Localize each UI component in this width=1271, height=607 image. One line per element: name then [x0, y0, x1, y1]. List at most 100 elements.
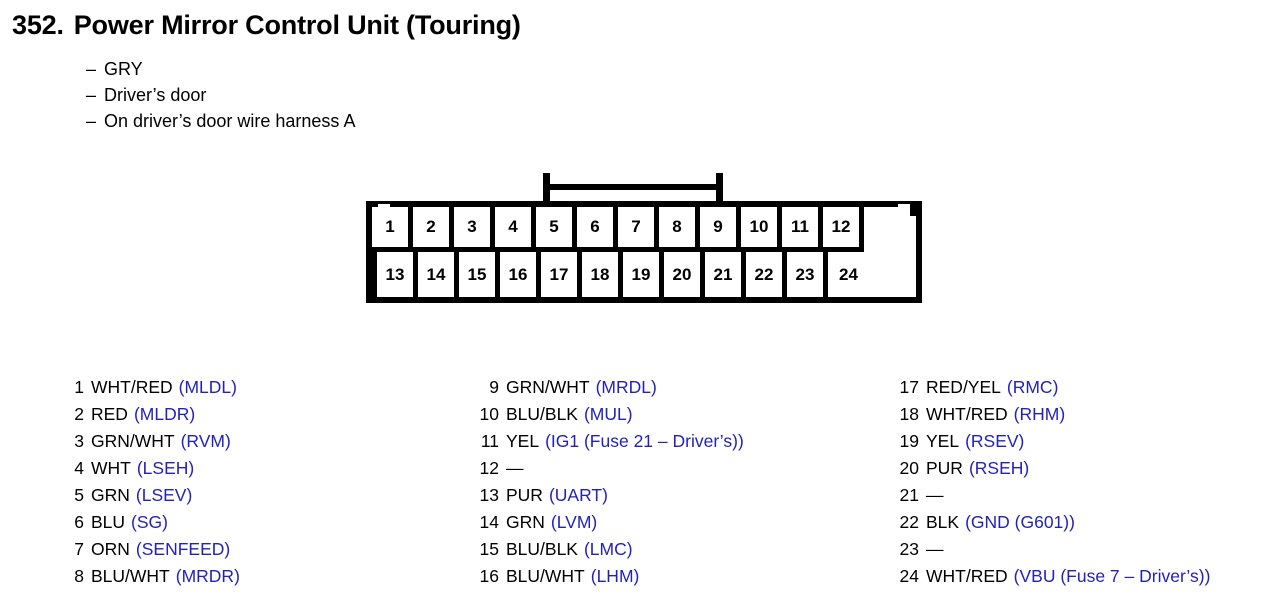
- pin-number: 6: [74, 512, 84, 532]
- pin-number: 17: [899, 377, 919, 397]
- pin-wire-color: BLK: [926, 512, 960, 532]
- pin-signal-code: (IG1 (Fuse 21 – Driver’s)): [545, 431, 744, 451]
- pin-signal-code: (UART): [548, 485, 608, 505]
- pin-wire-color: PUR: [506, 485, 543, 505]
- connector-latch: [543, 173, 723, 207]
- pin-number: 13: [479, 485, 499, 505]
- pin-wire-color: —: [506, 458, 524, 478]
- connector-pin-23: 23: [787, 252, 828, 297]
- pin-signal-code: (RMC): [1006, 377, 1059, 397]
- latch-post-left: [543, 173, 550, 207]
- pin-signal-code: (LSEH): [136, 458, 195, 478]
- subtitle-row: –Driver’s door: [86, 82, 355, 108]
- connector-pin-8: 8: [659, 207, 700, 252]
- connector-pin-19: 19: [623, 252, 664, 297]
- pin-number: 10: [479, 404, 499, 424]
- pin-wire-color: GRN: [91, 485, 130, 505]
- connector-pin-6: 6: [577, 207, 618, 252]
- connector-pin-5: 5: [536, 207, 577, 252]
- pin-number: 2: [74, 404, 84, 424]
- pin-signal-code: (MLDR): [133, 404, 196, 424]
- subtitle-row: –GRY: [86, 56, 355, 82]
- pin-wire-color: —: [926, 485, 944, 505]
- pin-signal-code: (RVM): [180, 431, 231, 451]
- pin-entry: 11 YEL(IG1 (Fuse 21 – Driver’s)): [477, 428, 887, 455]
- pin-wire-color: BLU/WHT: [506, 566, 585, 586]
- pin-entry: 7 ORN(SENFEED): [62, 536, 462, 563]
- pin-number: 14: [479, 512, 499, 532]
- connector-pin-10: 10: [741, 207, 782, 252]
- pin-signal-code: (RHM): [1013, 404, 1066, 424]
- pin-wire-color: ORN: [91, 539, 130, 559]
- subtitle-row: –On driver’s door wire harness A: [86, 108, 355, 134]
- pin-number: 22: [899, 512, 919, 532]
- pin-wire-color: PUR: [926, 458, 963, 478]
- pin-wire-color: YEL: [926, 431, 960, 451]
- pin-signal-code: (RSEH): [968, 458, 1030, 478]
- connector-pin-3: 3: [454, 207, 495, 252]
- connector-pin-9: 9: [700, 207, 741, 252]
- pin-signal-code: (LVM): [550, 512, 598, 532]
- subtitle-text: On driver’s door wire harness A: [104, 111, 356, 131]
- pin-wire-color: WHT/RED: [926, 404, 1008, 424]
- connector-pin-11: 11: [782, 207, 823, 252]
- pin-entry: 20 PUR(RSEH): [897, 455, 1271, 482]
- pin-number: 24: [899, 566, 919, 586]
- connector-pin-4: 4: [495, 207, 536, 252]
- connector-pin-20: 20: [664, 252, 705, 297]
- connector-pin-7: 7: [618, 207, 659, 252]
- pin-number: 20: [899, 458, 919, 478]
- pin-wire-color: WHT: [91, 458, 131, 478]
- connector-pin-12: 12: [823, 207, 864, 252]
- pin-signal-code: (LHM): [590, 566, 640, 586]
- latch-bar: [543, 184, 723, 190]
- pin-number: 8: [74, 566, 84, 586]
- pin-entry: 23—: [897, 536, 1271, 563]
- pin-number: 19: [899, 431, 919, 451]
- pin-wire-color: GRN/WHT: [91, 431, 175, 451]
- pin-number: 4: [74, 458, 84, 478]
- pin-signal-code: (MUL): [583, 404, 633, 424]
- pin-wire-color: BLU: [91, 512, 126, 532]
- pin-signal-code: (VBU (Fuse 7 – Driver’s)): [1013, 566, 1211, 586]
- subtitle-dash: –: [86, 85, 97, 105]
- pin-wire-color: GRN: [506, 512, 545, 532]
- subtitle-dash: –: [86, 59, 97, 79]
- connector-pin-22: 22: [746, 252, 787, 297]
- pin-number: 15: [479, 539, 499, 559]
- pin-wire-color: YEL: [506, 431, 540, 451]
- pin-number: 21: [899, 485, 919, 505]
- connector-pin-14: 14: [418, 252, 459, 297]
- pin-entry: 21 —: [897, 482, 1271, 509]
- pin-wire-color: WHT/RED: [926, 566, 1008, 586]
- pin-signal-code: (LMC): [583, 539, 633, 559]
- connector-pin-2: 2: [413, 207, 454, 252]
- pin-signal-code: (SENFEED): [135, 539, 231, 559]
- subtitle-list: –GRY–Driver’s door–On driver’s door wire…: [86, 56, 355, 134]
- pin-wire-color: WHT/RED: [91, 377, 173, 397]
- connector-pin-15: 15: [459, 252, 500, 297]
- pin-number: 11: [480, 431, 499, 451]
- page-title: 352.Power Mirror Control Unit (Touring): [12, 10, 521, 41]
- pin-wire-color: RED/YEL: [926, 377, 1001, 397]
- connector-pin-24: 24: [828, 252, 869, 297]
- pin-number: 7: [74, 539, 84, 559]
- connector-pin-16: 16: [500, 252, 541, 297]
- connector-notch-right-cut: [898, 204, 910, 216]
- pin-number: 1: [74, 377, 84, 397]
- pin-wire-color: —: [926, 539, 944, 559]
